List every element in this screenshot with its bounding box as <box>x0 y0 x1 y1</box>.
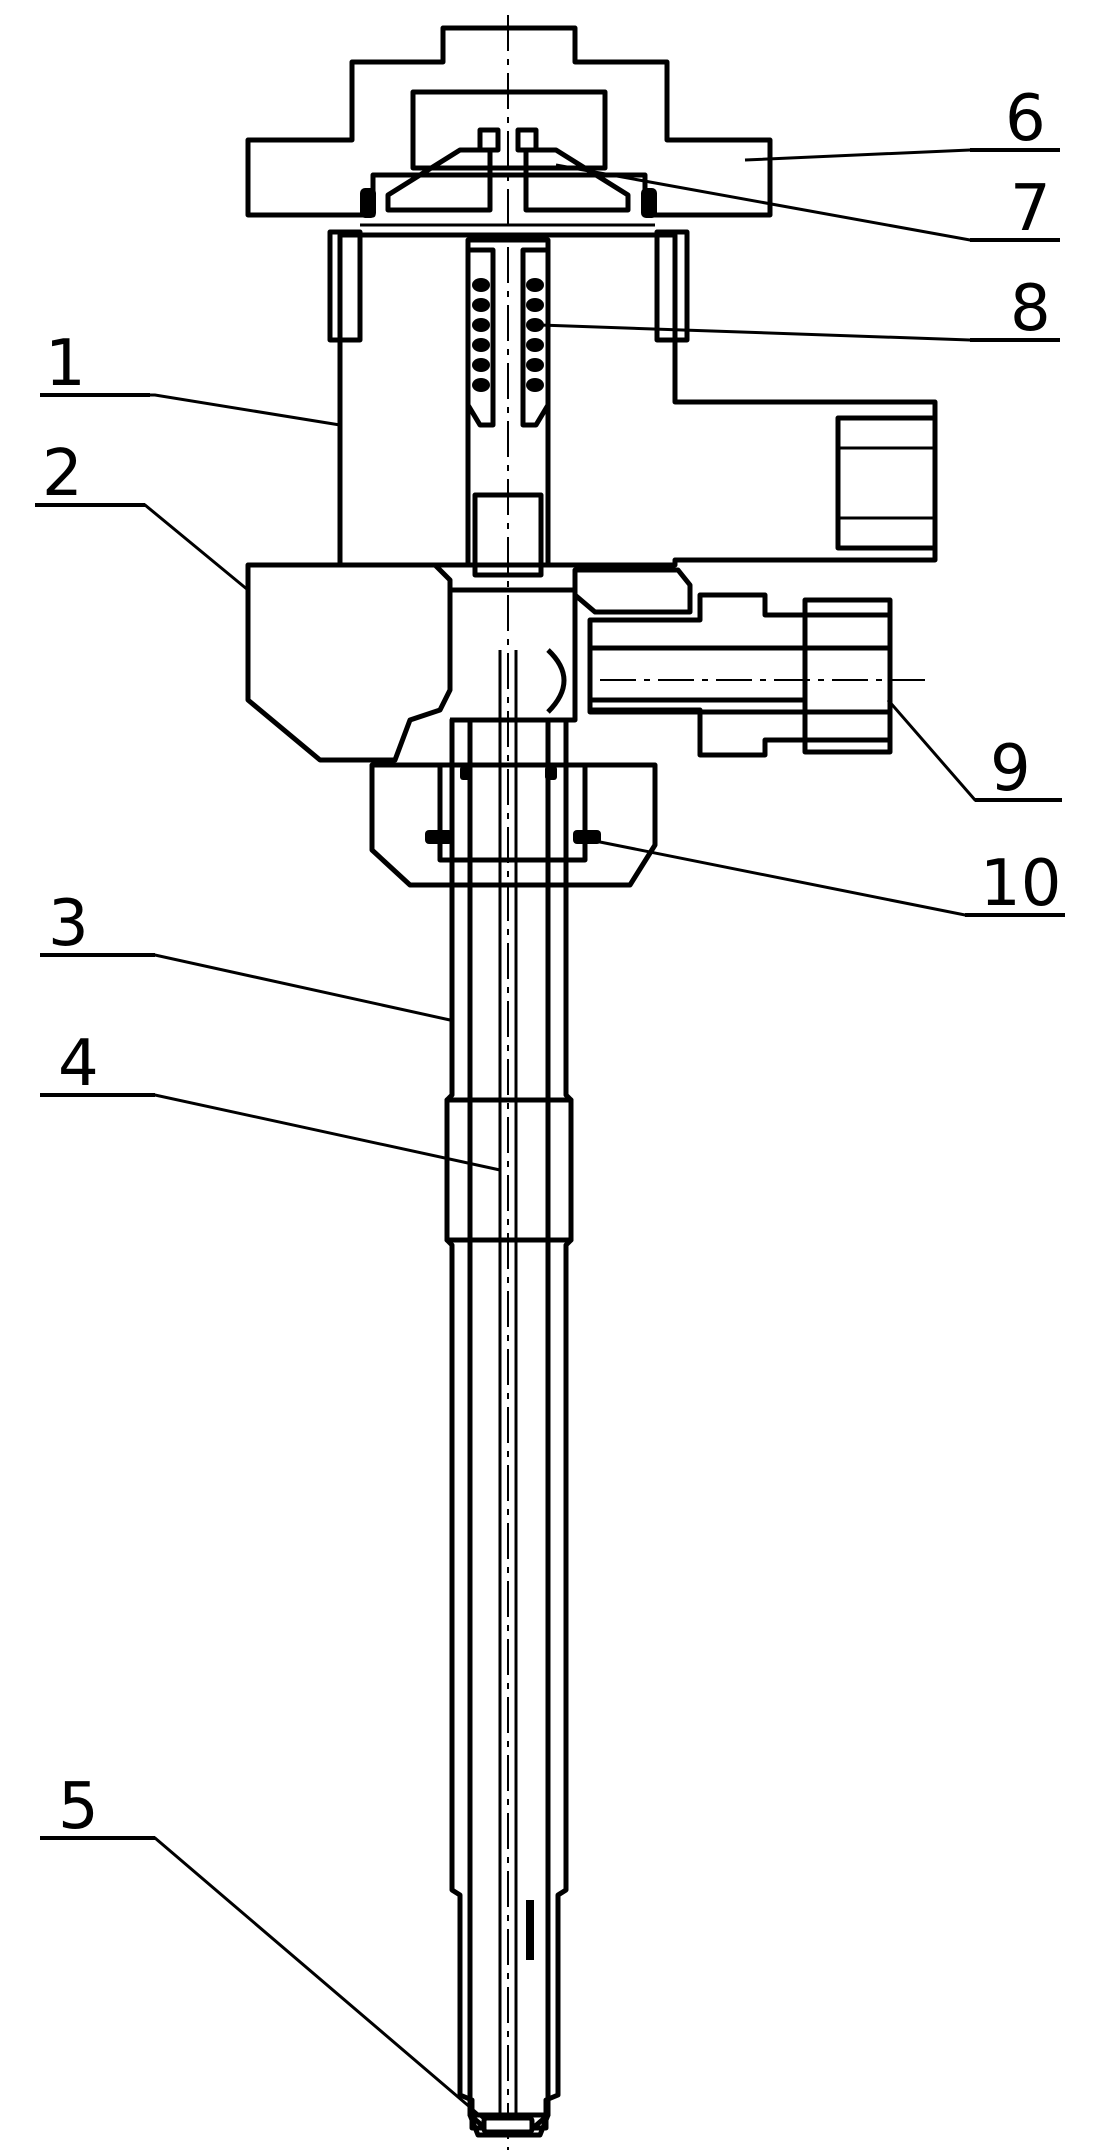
leader-line-4 <box>55 1093 501 1172</box>
label-7: 7 <box>1010 172 1051 246</box>
leader-line-5 <box>55 1836 486 2122</box>
valve-disc-part-7 <box>360 127 655 227</box>
leader-line-3 <box>42 953 451 1022</box>
spring-part-8 <box>465 247 551 428</box>
leader-line-9 <box>886 699 1060 802</box>
tip-part-5 <box>467 2112 551 2138</box>
label-6: 6 <box>1005 82 1046 156</box>
label-4: 4 <box>58 1027 99 1101</box>
label-3: 3 <box>48 887 89 961</box>
leader-line-1 <box>55 393 341 427</box>
o-ring-right <box>641 188 657 218</box>
side-fitting-part-9 <box>546 592 925 758</box>
body-bore-insert <box>472 492 544 578</box>
label-1: 1 <box>45 327 86 401</box>
label-9: 9 <box>990 732 1031 806</box>
seal-ring-left <box>425 830 453 844</box>
label-10: 10 <box>980 847 1061 921</box>
leader-line-2 <box>40 503 249 592</box>
leader-line-8 <box>539 323 1060 342</box>
o-ring-left <box>360 188 376 218</box>
label-8: 8 <box>1010 272 1051 346</box>
lower-nut-part-10 <box>369 762 658 888</box>
flange-block-part-2 <box>245 562 693 763</box>
label-5: 5 <box>58 1770 99 1844</box>
top-cap-part-6 <box>245 25 773 218</box>
body-part-1 <box>327 229 938 568</box>
label-2: 2 <box>42 437 83 511</box>
